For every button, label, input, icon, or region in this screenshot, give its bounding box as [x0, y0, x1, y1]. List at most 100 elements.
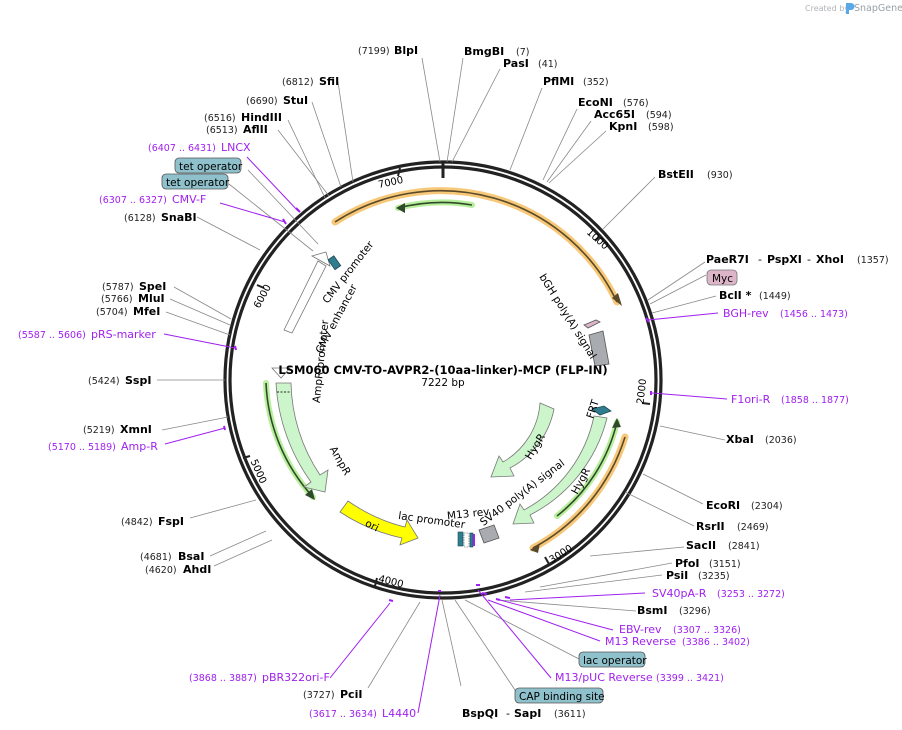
primer-pbr322ori-f[interactable]: (3868 .. 3887) pBR322ori-F — [189, 671, 330, 684]
ampr-label: AmpR — [327, 444, 353, 477]
enzyme-ahdi[interactable]: (4620) AhdI — [145, 563, 211, 576]
svg-text:(6516): (6516) — [204, 113, 236, 124]
enzyme-psii[interactable]: PsiI (3235) — [666, 569, 730, 582]
svg-text:(1858 .. 1877): (1858 .. 1877) — [781, 395, 849, 406]
enzyme-stui[interactable]: (6690) StuI — [246, 94, 308, 107]
svg-text:tet operator: tet operator — [166, 177, 230, 189]
enzyme-bsai[interactable]: (4681) BsaI — [140, 550, 204, 563]
svg-text:(6307 .. 6327): (6307 .. 6327) — [99, 195, 167, 206]
tick-6000: 6000 — [252, 283, 274, 311]
primer-amp-r[interactable]: (5170 .. 5189) Amp-R — [48, 440, 158, 453]
enzyme-pcii[interactable]: (3727) PciI — [303, 688, 362, 701]
enzyme-kpni[interactable]: KpnI (598) — [609, 120, 674, 133]
ori-arrow[interactable] — [339, 500, 419, 546]
primer-ebv-rev[interactable]: EBV-rev (3307 .. 3326) — [619, 623, 741, 636]
credit-brand: SnapGene — [854, 3, 902, 14]
enzyme-bspqi-sapi[interactable]: BspQI - SapI (3611) — [462, 707, 586, 720]
myc-marker[interactable] — [583, 319, 601, 329]
svg-text:XbaI: XbaI — [726, 433, 754, 446]
svg-text:(7199): (7199) — [358, 46, 390, 57]
enzyme-aflii[interactable]: (6513) AflII — [206, 123, 268, 136]
svg-text:SpeI: SpeI — [139, 280, 166, 293]
svg-text:SnaBI: SnaBI — [161, 211, 197, 224]
primer-cmv-f[interactable]: (6307 .. 6327) CMV-F — [99, 193, 206, 206]
hygr-arrow-2[interactable] — [512, 415, 608, 525]
frt-marker[interactable] — [591, 405, 612, 416]
svg-text:MluI: MluI — [138, 292, 165, 305]
enzyme-bsteii[interactable]: BstEII (930) — [658, 168, 733, 181]
enzyme-sacii[interactable]: SacII (2841) — [686, 539, 760, 552]
enzyme-acc65i[interactable]: Acc65I (594) — [594, 108, 672, 121]
primer-bgh-rev[interactable]: BGH-rev (1456 .. 1473) — [723, 307, 848, 320]
enzyme-hindiii[interactable]: (6516) HindIII — [204, 111, 282, 124]
lac-promoter-markers[interactable] — [457, 531, 475, 548]
feature-box-tet-operator-1[interactable]: tet operator — [174, 157, 243, 174]
hygr-arrow-1[interactable] — [490, 402, 555, 478]
primer-lncx[interactable]: (6407 .. 6431) LNCX — [148, 141, 251, 154]
svg-text:PflMI: PflMI — [543, 75, 574, 88]
m13-rev-label: M13 rev — [446, 506, 490, 522]
feature-box-lac-operator[interactable]: lac operator — [578, 651, 647, 668]
svg-text:-: - — [807, 253, 811, 266]
svg-text:XhoI: XhoI — [816, 253, 844, 266]
svg-text:F1ori-R: F1ori-R — [731, 393, 771, 406]
enzyme-sspi[interactable]: (5424) SspI — [88, 374, 151, 387]
svg-text:SapI: SapI — [514, 707, 541, 720]
enzyme-xmni[interactable]: (5219) XmnI — [83, 423, 152, 436]
svg-text:(598): (598) — [648, 122, 674, 133]
svg-text:Myc: Myc — [712, 273, 733, 285]
enzyme-mlui[interactable]: (5766) MluI — [101, 292, 165, 305]
orf-arc-top — [331, 187, 622, 306]
enzyme-econi[interactable]: EcoNI (576) — [578, 96, 649, 109]
feature-box-cap-binding-site[interactable]: CAP binding site — [514, 687, 605, 704]
enzyme-mfei[interactable]: (5704) MfeI — [96, 305, 160, 318]
enzyme-pasi[interactable]: PasI (41) — [503, 57, 558, 70]
ori-label: ori — [363, 517, 381, 534]
enzyme-fspi[interactable]: (4842) FspI — [121, 515, 184, 528]
cmv-enhancer-arrow[interactable] — [283, 251, 331, 334]
svg-text:SV40pA-R: SV40pA-R — [652, 587, 707, 600]
plasmid-name: LSM060 CMV-TO-AVPR2-(10aa-linker)-MCP (F… — [278, 363, 607, 377]
enzyme-xbai[interactable]: XbaI (2036) — [726, 433, 797, 446]
enzyme-bcli[interactable]: BclI * (1449) — [719, 289, 791, 302]
primer-prs-marker[interactable]: (5587 .. 5606) pRS-marker — [18, 328, 156, 341]
enzyme-bsmi[interactable]: BsmI (3296) — [637, 604, 711, 617]
enzyme-snabi[interactable]: (6128) SnaBI — [124, 211, 197, 224]
bgh-polya-box[interactable] — [588, 330, 610, 367]
primer-sv40pa-r[interactable]: SV40pA-R (3253 .. 3272) — [652, 587, 785, 600]
primer-l4440[interactable]: (3617 .. 3634) L4440 — [309, 707, 416, 720]
primer-m13-puc-reverse[interactable]: M13/pUC Reverse (3399 .. 3421) — [555, 671, 724, 684]
cmv-promoter-marker[interactable] — [327, 255, 342, 271]
enzyme-pflmi[interactable]: PflMI (352) — [543, 75, 609, 88]
ampr-promoter-arrow[interactable] — [271, 367, 291, 379]
svg-text:PfoI: PfoI — [675, 557, 700, 570]
enzyme-ecori[interactable]: EcoRI (2304) — [706, 499, 783, 512]
svg-text:RsrII: RsrII — [696, 520, 725, 533]
enzyme-paer7i-pspxi-xhoi[interactable]: PaeR7I - PspXI - XhoI (1357) — [706, 253, 889, 266]
svg-text:(1449): (1449) — [759, 291, 791, 302]
svg-text:CMV-F: CMV-F — [172, 193, 206, 206]
sv40-polya-box[interactable] — [478, 524, 500, 544]
enzyme-labels: (7199) BlpI BmgBI (7) PasI (41) PflMI (3… — [83, 44, 889, 720]
enzyme-pfoi[interactable]: PfoI (3151) — [675, 557, 741, 570]
primer-f1ori-r[interactable]: F1ori-R (1858 .. 1877) — [731, 393, 849, 406]
enzyme-blpi[interactable]: (7199) BlpI — [358, 44, 418, 57]
ampr-arrow[interactable] — [275, 382, 329, 493]
enzyme-bmgbi[interactable]: BmgBI (7) — [464, 45, 529, 58]
svg-text:HindIII: HindIII — [241, 111, 282, 124]
svg-text:BspQI: BspQI — [462, 707, 498, 720]
svg-text:BsmI: BsmI — [637, 604, 668, 617]
svg-text:AflII: AflII — [243, 123, 268, 136]
svg-text:BclI *: BclI * — [719, 289, 752, 302]
feature-box-myc[interactable]: Myc — [706, 269, 738, 286]
enzyme-leader-lines — [157, 57, 726, 694]
enzyme-spei[interactable]: (5787) SpeI — [102, 280, 166, 293]
feature-box-tet-operator-2[interactable]: tet operator — [161, 173, 230, 190]
svg-text:CAP binding site: CAP binding site — [519, 691, 605, 703]
enzyme-rsrii[interactable]: RsrII (2469) — [696, 520, 769, 533]
svg-text:M13/pUC Reverse: M13/pUC Reverse — [555, 671, 653, 684]
svg-text:(2469): (2469) — [737, 522, 769, 533]
primer-m13-reverse[interactable]: M13 Reverse (3386 .. 3402) — [605, 635, 750, 648]
enzyme-sfii[interactable]: (6812) SfiI — [282, 75, 339, 88]
boxed-feature-labels: Myc lac operator CAP binding site tet op… — [161, 157, 738, 704]
